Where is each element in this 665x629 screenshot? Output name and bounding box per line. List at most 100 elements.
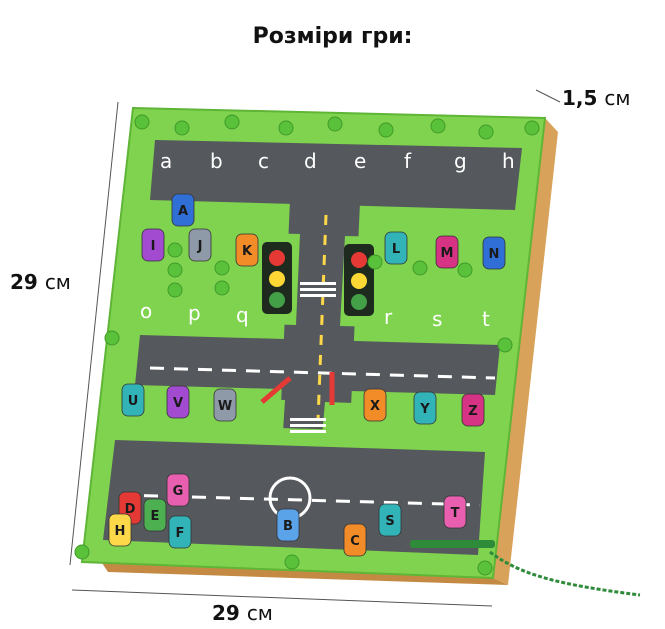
car-body xyxy=(378,503,402,537)
letter-car: Y xyxy=(413,391,437,425)
peg xyxy=(167,282,183,298)
car-letter: Z xyxy=(468,404,477,419)
car-body xyxy=(168,515,192,549)
top-letter: d xyxy=(304,149,317,173)
top-letter: a xyxy=(160,149,172,173)
letter-car: I xyxy=(141,228,165,262)
width-value: 29 xyxy=(212,601,240,625)
letter-car: K xyxy=(235,233,259,267)
lane-line-middle xyxy=(149,366,496,380)
lane-line-center xyxy=(316,214,328,421)
car-letter: M xyxy=(441,246,454,261)
letter-car: C xyxy=(343,523,367,557)
peg xyxy=(497,337,513,353)
car-letter: X xyxy=(370,399,380,414)
peg xyxy=(104,330,120,346)
pen-cord xyxy=(489,550,641,597)
depth-dimension-line xyxy=(535,89,561,103)
letter-car: H xyxy=(108,513,132,547)
car-body xyxy=(443,495,467,529)
crosswalk-lower xyxy=(290,418,326,433)
letter-car: J xyxy=(188,228,212,262)
road-top xyxy=(150,140,522,210)
car-letter: U xyxy=(128,394,139,409)
letter-car: M xyxy=(435,235,459,269)
car-letter: T xyxy=(451,506,460,521)
car-letter: C xyxy=(350,534,360,549)
letter-car: E xyxy=(143,498,167,532)
peg xyxy=(74,544,90,560)
peg xyxy=(278,120,294,136)
car-body xyxy=(435,235,459,269)
middle-letter: t xyxy=(482,307,490,331)
peg xyxy=(224,114,240,130)
car-body xyxy=(121,383,145,417)
peg xyxy=(478,124,494,140)
board-side-wood xyxy=(493,118,558,585)
car-body xyxy=(461,393,485,427)
car-letter: K xyxy=(242,244,253,259)
car-letter: S xyxy=(385,514,394,529)
middle-letter: o xyxy=(140,299,152,323)
car-letter: Y xyxy=(419,402,430,417)
car-letter: H xyxy=(115,524,126,539)
car-letter: E xyxy=(151,509,160,524)
letter-car: G xyxy=(166,473,190,507)
peg xyxy=(524,120,540,136)
car-body xyxy=(213,388,237,422)
letter-car: S xyxy=(378,503,402,537)
peg xyxy=(284,554,300,570)
top-letter: e xyxy=(354,149,366,173)
peg xyxy=(174,120,190,136)
car-body xyxy=(143,498,167,532)
car-letter: D xyxy=(125,502,136,517)
car-body xyxy=(413,391,437,425)
car-letter: N xyxy=(489,247,500,262)
middle-letter-row: o p q r s t xyxy=(140,299,490,331)
peg xyxy=(214,260,230,276)
car-letter: F xyxy=(176,526,185,541)
car-letter: W xyxy=(218,399,232,414)
height-unit: см xyxy=(44,270,71,294)
car-letter: V xyxy=(173,396,183,411)
traffic-light-left xyxy=(262,242,292,314)
block-left xyxy=(142,230,300,325)
peg xyxy=(378,122,394,138)
height-value: 29 xyxy=(10,270,38,294)
letter-car: W xyxy=(213,388,237,422)
peg xyxy=(167,262,183,278)
car-body xyxy=(384,231,408,265)
peg xyxy=(477,560,493,576)
road-middle xyxy=(135,335,500,395)
peg xyxy=(167,242,183,258)
page-title: Розміри гри: xyxy=(252,24,413,49)
height-dimension-label: 29 см xyxy=(10,270,71,294)
car-body xyxy=(276,508,300,542)
letter-car: B xyxy=(276,508,300,542)
magnetic-pen xyxy=(410,540,495,548)
peg xyxy=(214,280,230,296)
car-body xyxy=(188,228,212,262)
car-letter: A xyxy=(178,204,188,219)
width-unit: см xyxy=(246,601,273,625)
width-dimension-label: 29 см xyxy=(212,601,273,625)
peg xyxy=(367,254,383,270)
peg xyxy=(327,116,343,132)
depth-value: 1,5 xyxy=(562,86,598,110)
peg xyxy=(430,118,446,134)
barrier-left xyxy=(260,376,292,404)
crosswalk-upper xyxy=(300,282,336,297)
letter-car: V xyxy=(166,385,190,419)
car-body xyxy=(171,193,195,227)
top-letter: c xyxy=(258,149,269,173)
top-letter: g xyxy=(454,149,467,173)
letter-car: L xyxy=(384,231,408,265)
top-letter-row: a b c d e f g h xyxy=(160,149,515,173)
middle-letter: p xyxy=(188,301,201,325)
width-dimension-line xyxy=(71,589,493,607)
letter-car: N xyxy=(482,236,506,270)
block-lower-left xyxy=(117,395,285,432)
letter-car: F xyxy=(168,515,192,549)
